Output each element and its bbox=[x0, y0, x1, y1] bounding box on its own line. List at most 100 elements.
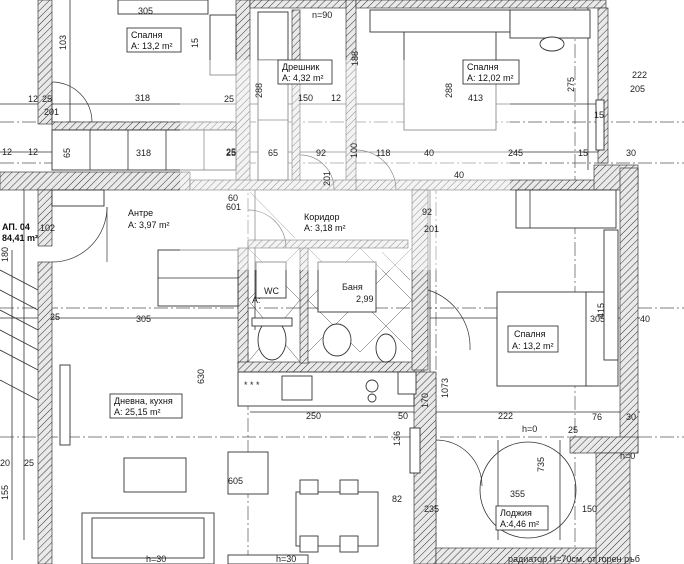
svg-text:630: 630 bbox=[196, 369, 206, 384]
dimension-labels: 305 103 15 12 25 318 25 288 150 12 188 2… bbox=[0, 6, 650, 564]
unit-tag: АП. 04 84,41 m² bbox=[2, 222, 38, 243]
svg-text:15: 15 bbox=[578, 148, 588, 158]
svg-text:h=30: h=30 bbox=[276, 554, 296, 564]
svg-text:188: 188 bbox=[350, 51, 360, 66]
svg-text:25: 25 bbox=[224, 94, 234, 104]
svg-text:103: 103 bbox=[58, 35, 68, 50]
wc-area-label: А: bbox=[252, 295, 261, 305]
room-name: Спалня bbox=[467, 62, 499, 72]
room-name: Дневна, кухня bbox=[114, 396, 173, 406]
svg-text:50: 50 bbox=[398, 411, 408, 421]
svg-text:180: 180 bbox=[0, 247, 10, 262]
svg-text:76: 76 bbox=[592, 412, 602, 422]
svg-text:318: 318 bbox=[136, 148, 151, 158]
room-name: Спалня bbox=[514, 329, 546, 339]
svg-text:318: 318 bbox=[135, 93, 150, 103]
svg-text:92: 92 bbox=[316, 148, 326, 158]
svg-text:201: 201 bbox=[44, 107, 59, 117]
svg-text:118: 118 bbox=[376, 148, 390, 158]
svg-text:222: 222 bbox=[498, 411, 513, 421]
room-name: Антре bbox=[128, 208, 153, 218]
svg-text:40: 40 bbox=[454, 170, 464, 180]
room-area: А: 3,18 m² bbox=[304, 223, 346, 233]
svg-text:735: 735 bbox=[536, 457, 546, 472]
room-area: А: 13,2 m² bbox=[512, 341, 554, 351]
svg-text:245: 245 bbox=[508, 148, 523, 158]
room-label-corridor: Коридор А: 3,18 m² bbox=[304, 212, 346, 233]
svg-text:25: 25 bbox=[42, 94, 52, 104]
svg-text:12: 12 bbox=[28, 94, 38, 104]
svg-text:АП. 04: АП. 04 bbox=[2, 222, 30, 232]
svg-text:h=0: h=0 bbox=[522, 424, 537, 434]
svg-text:65: 65 bbox=[62, 148, 72, 158]
svg-text:60: 60 bbox=[228, 193, 238, 203]
svg-text:235: 235 bbox=[424, 504, 439, 514]
svg-text:601: 601 bbox=[226, 202, 241, 212]
room-label-living-kitchen: Дневна, кухня А: 25,15 m² bbox=[109, 393, 183, 419]
svg-text:n=90: n=90 bbox=[312, 10, 332, 20]
svg-text:170: 170 bbox=[420, 393, 430, 408]
svg-text:25: 25 bbox=[568, 425, 578, 435]
watermark bbox=[180, 60, 510, 270]
svg-text:150: 150 bbox=[582, 504, 597, 514]
svg-text:605: 605 bbox=[228, 476, 243, 486]
svg-text:201: 201 bbox=[424, 224, 439, 234]
furniture: * * * bbox=[0, 0, 619, 564]
svg-text:30: 30 bbox=[626, 148, 636, 158]
svg-text:25: 25 bbox=[226, 148, 236, 158]
room-label-wardrobe: Дрешник А: 4,32 m² bbox=[277, 59, 333, 85]
walls bbox=[0, 0, 639, 564]
svg-text:415: 415 bbox=[596, 303, 606, 318]
svg-text:288: 288 bbox=[254, 83, 264, 98]
svg-text:205: 205 bbox=[630, 84, 645, 94]
svg-text:136: 136 bbox=[392, 431, 402, 446]
radiator-note: радиатор Н=70см. от горен ръб bbox=[508, 554, 640, 564]
svg-text:20: 20 bbox=[0, 458, 10, 468]
bath-area-label: 2,99 bbox=[356, 294, 374, 304]
svg-text:355: 355 bbox=[510, 489, 525, 499]
bath-label: Баня bbox=[342, 282, 363, 292]
svg-text:100: 100 bbox=[349, 143, 359, 158]
svg-text:15: 15 bbox=[190, 38, 200, 48]
room-name: Коридор bbox=[304, 212, 340, 222]
svg-text:250: 250 bbox=[306, 411, 321, 421]
svg-text:275: 275 bbox=[566, 77, 576, 92]
svg-text:201: 201 bbox=[322, 171, 332, 186]
svg-text:* * *: * * * bbox=[244, 380, 260, 390]
svg-text:25: 25 bbox=[50, 312, 60, 322]
room-area: А:4,46 m² bbox=[500, 519, 539, 529]
svg-text:30: 30 bbox=[626, 412, 636, 422]
room-name: Дрешник bbox=[282, 62, 319, 72]
svg-text:25: 25 bbox=[226, 147, 236, 157]
room-area: А: 12,02 m² bbox=[467, 73, 514, 83]
svg-text:413: 413 bbox=[468, 93, 483, 103]
svg-text:305: 305 bbox=[590, 314, 605, 324]
svg-text:12: 12 bbox=[28, 147, 38, 157]
room-label-loggia: Лоджия А:4,46 m² bbox=[495, 505, 549, 531]
svg-text:12: 12 bbox=[331, 93, 341, 103]
room-area: А: 4,32 m² bbox=[282, 73, 324, 83]
room-label-bedroom-3: Спалня А: 13,2 m² bbox=[507, 325, 559, 353]
svg-text:65: 65 bbox=[268, 148, 278, 158]
svg-text:h=30: h=30 bbox=[146, 554, 166, 564]
room-label-entrance: Антре А: 3,97 m² bbox=[128, 208, 170, 230]
svg-text:102: 102 bbox=[40, 223, 55, 233]
room-labels: Спалня А: 13,2 m² Дрешник А: 4,32 m² Спа… bbox=[2, 27, 640, 564]
svg-text:12: 12 bbox=[2, 147, 12, 157]
room-label-bedroom-1: Спалня А: 13,2 m² bbox=[126, 27, 182, 53]
door-swings bbox=[51, 81, 483, 487]
room-area: А: 3,97 m² bbox=[128, 220, 170, 230]
svg-text:25: 25 bbox=[24, 458, 34, 468]
svg-text:92: 92 bbox=[422, 207, 432, 217]
room-name: Спалня bbox=[131, 30, 163, 40]
svg-text:40: 40 bbox=[424, 148, 434, 158]
svg-text:150: 150 bbox=[298, 93, 313, 103]
svg-text:h=0: h=0 bbox=[620, 451, 635, 461]
svg-text:84,41 m²: 84,41 m² bbox=[2, 233, 38, 243]
room-area: А: 13,2 m² bbox=[131, 41, 173, 51]
svg-text:288: 288 bbox=[444, 83, 454, 98]
svg-text:15: 15 bbox=[594, 110, 604, 120]
svg-text:155: 155 bbox=[0, 485, 10, 500]
svg-text:1073: 1073 bbox=[440, 378, 450, 398]
